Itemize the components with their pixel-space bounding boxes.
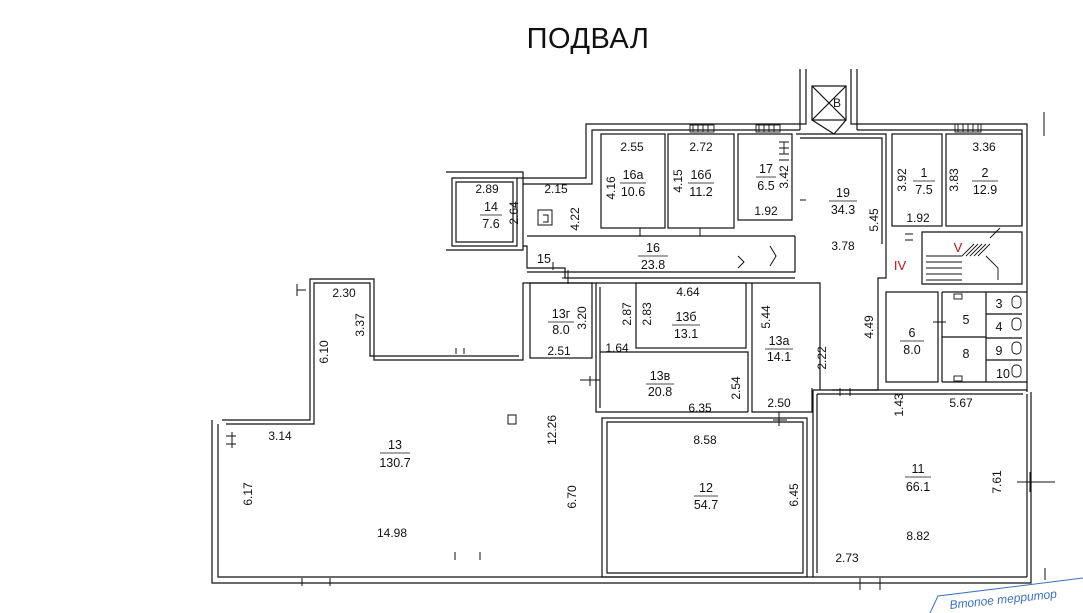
dimension: 3.78 xyxy=(831,239,855,253)
room-number: 17 xyxy=(759,162,773,176)
dimension: 5.44 xyxy=(759,305,773,329)
wc-fixtures xyxy=(953,293,1022,382)
room-number: 3 xyxy=(996,297,1003,311)
dimension: 2.30 xyxy=(332,286,356,300)
room-number: 16 xyxy=(646,241,660,255)
room-number: 11 xyxy=(912,462,925,476)
dimension: 4.49 xyxy=(862,315,876,339)
dimension: 1.92 xyxy=(906,211,930,225)
dimension: 4.64 xyxy=(676,285,700,299)
room-area: 34.3 xyxy=(831,203,855,217)
room-area: 6.5 xyxy=(757,179,774,193)
dimension: 3.42 xyxy=(777,165,791,189)
door-marks xyxy=(226,112,1055,590)
dimension: 2.55 xyxy=(620,140,644,154)
room-number: 8 xyxy=(963,347,970,361)
elevator-shaft xyxy=(811,85,847,135)
room-area: 14.1 xyxy=(767,350,791,364)
room-number: 12 xyxy=(699,481,713,495)
hatch-marks xyxy=(689,123,982,161)
room-area: 66.1 xyxy=(906,480,930,494)
stairs xyxy=(926,227,1001,281)
roman-numeral: V xyxy=(954,240,963,255)
room-number: 1 xyxy=(921,166,928,180)
dimension: 3.92 xyxy=(895,168,909,192)
dimension: 2.87 xyxy=(620,302,634,326)
roman-numeral: IV xyxy=(894,258,907,273)
walls xyxy=(211,69,1032,584)
room-number: 19 xyxy=(836,186,850,200)
room-number: 13 xyxy=(388,438,402,452)
room-number: 16б xyxy=(690,168,711,182)
dimension: 6.35 xyxy=(688,401,712,415)
small-room-labels: 15 3 4 5 8 9 10 xyxy=(537,252,1010,381)
dimension: 1.92 xyxy=(754,204,778,218)
room-number: 14 xyxy=(484,200,498,214)
plan-title: ПОДВАЛ xyxy=(527,23,650,55)
dimension: 3.14 xyxy=(268,429,292,443)
dimension-labels: 2.30 3.37 6.10 3.14 6.17 14.98 12.26 6.7… xyxy=(241,140,1004,565)
room-number: 15 xyxy=(537,252,551,266)
room-area: 13.1 xyxy=(674,327,698,341)
dimension: 2.83 xyxy=(640,302,654,326)
room-number: 13г xyxy=(552,307,571,321)
dimension: 2.64 xyxy=(507,201,521,225)
room-area: 10.6 xyxy=(621,185,645,199)
dimension: 4.16 xyxy=(604,176,618,200)
dimension: 2.50 xyxy=(767,396,791,410)
stamp-text: Втопое территор xyxy=(949,587,1058,612)
dimension: 3.36 xyxy=(972,140,996,154)
dimension: 2.54 xyxy=(729,376,743,400)
dimension: 8.58 xyxy=(693,433,717,447)
dimension: 2.22 xyxy=(815,346,829,370)
room-number: 9 xyxy=(996,344,1003,358)
dimension: 14.98 xyxy=(377,526,407,540)
dimension: 7.61 xyxy=(990,470,1004,494)
room-labels: 13 130.7 12 54.7 11 66.1 13в 20.8 13б 13… xyxy=(379,162,998,512)
room-number: 16а xyxy=(623,168,644,182)
room-number: 10 xyxy=(996,367,1010,381)
room-area: 11.2 xyxy=(689,185,712,199)
dimension: 2.73 xyxy=(835,551,859,565)
dimension: 3.20 xyxy=(575,306,589,330)
dimension: 8.82 xyxy=(906,529,930,543)
room-number: 2 xyxy=(982,166,989,180)
dimension: 3.37 xyxy=(353,313,367,337)
dimension: 6.17 xyxy=(241,482,255,506)
dimension: 2.51 xyxy=(547,344,571,358)
room-area: 12.9 xyxy=(973,183,997,197)
dimension: 4.22 xyxy=(568,207,582,231)
dimension: 3.83 xyxy=(947,168,961,192)
room-area: 8.0 xyxy=(552,323,569,337)
dimension: 5.45 xyxy=(867,208,881,232)
dimension: 2.72 xyxy=(689,140,713,154)
dimension: 2.89 xyxy=(475,182,499,196)
dimension: 1.64 xyxy=(605,341,629,355)
room-number: 6 xyxy=(909,326,916,340)
dimension: 6.10 xyxy=(317,340,331,364)
dimension: 6.70 xyxy=(565,485,579,509)
room-number: 13а xyxy=(769,334,790,348)
room-area: 130.7 xyxy=(379,456,410,470)
dimension: 2.15 xyxy=(544,182,568,196)
room-area: 7.5 xyxy=(915,183,932,197)
room-area: 20.8 xyxy=(648,385,672,399)
stair-mark: В xyxy=(833,96,841,110)
room-area: 23.8 xyxy=(641,258,665,272)
dimension: 4.15 xyxy=(671,169,685,193)
room-area: 54.7 xyxy=(694,498,718,512)
room-area: 8.0 xyxy=(903,343,920,357)
room-number: 13б xyxy=(675,310,696,324)
room-area: 7.6 xyxy=(482,217,499,231)
dimension: 5.67 xyxy=(949,396,973,410)
dimension: 6.45 xyxy=(787,483,801,507)
room-number: 13в xyxy=(650,369,671,383)
room-number: 5 xyxy=(963,313,970,327)
dimension: 12.26 xyxy=(545,415,559,445)
room-number: 4 xyxy=(996,320,1003,334)
dimension: 1.43 xyxy=(892,393,906,417)
